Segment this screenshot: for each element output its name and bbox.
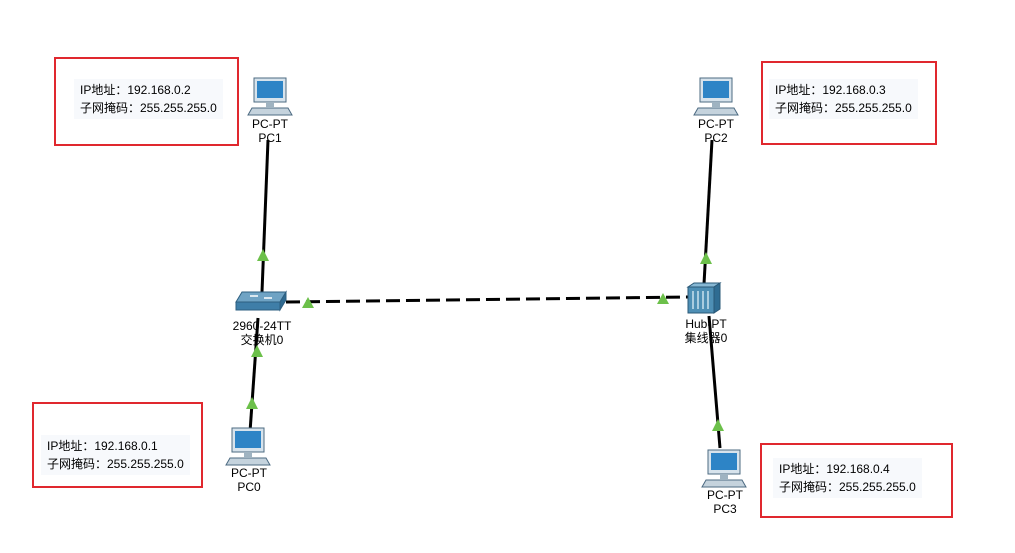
pc0-label: PC-PT PC0 (231, 466, 267, 494)
pc0-name: PC0 (237, 480, 261, 494)
pc2-note[interactable]: IP地址：192.168.0.3 子网掩码：255.255.255.0 (769, 79, 918, 119)
pc3-mask: 子网掩码：255.255.255.0 (779, 480, 916, 494)
link-up-indicator (246, 397, 258, 409)
highlight-box-pc2 (761, 61, 937, 145)
switch-icon[interactable] (235, 290, 287, 312)
link-up-indicator (712, 419, 724, 431)
pc3-label: PC-PT PC3 (707, 488, 743, 516)
pc0-ip: IP地址：192.168.0.1 (47, 439, 158, 453)
link-up-indicator (657, 293, 669, 304)
pc0-note[interactable]: IP地址：192.168.0.1 子网掩码：255.255.255.0 (41, 435, 190, 475)
hub-icon[interactable] (686, 282, 722, 314)
hub-name: 集线器0 (684, 331, 728, 345)
pc2-type: PC-PT (698, 117, 734, 131)
highlight-box-pc3 (760, 443, 953, 518)
pc3-ip: IP地址：192.168.0.4 (779, 462, 890, 476)
highlight-box-pc0 (32, 402, 203, 488)
pc0-mask: 子网掩码：255.255.255.0 (47, 457, 184, 471)
pc3-note[interactable]: IP地址：192.168.0.4 子网掩码：255.255.255.0 (773, 458, 922, 498)
link-up-indicator (700, 252, 712, 264)
pc0-icon[interactable] (225, 427, 271, 466)
hub-type: Hub-PT (685, 317, 727, 331)
pc1-label: PC-PT PC1 (252, 117, 288, 145)
link-up-indicator (302, 297, 314, 308)
pc3-name: PC3 (713, 502, 737, 516)
pc2-icon[interactable] (693, 77, 739, 116)
link-switch-pc1[interactable] (260, 139, 270, 293)
pc3-icon[interactable] (701, 449, 747, 488)
pc1-name: PC1 (258, 131, 282, 145)
pc0-type: PC-PT (231, 466, 267, 480)
link-up-indicator (257, 249, 269, 261)
highlight-box-pc1 (54, 57, 239, 146)
switch-name: 交换机0 (240, 333, 284, 347)
pc3-type: PC-PT (707, 488, 743, 502)
pc2-mask: 子网掩码：255.255.255.0 (775, 101, 912, 115)
switch-type: 2960-24TT (232, 319, 292, 333)
pc2-label: PC-PT PC2 (698, 117, 734, 145)
pc1-ip: IP地址：192.168.0.2 (80, 83, 191, 97)
pc1-icon[interactable] (247, 77, 293, 116)
pc1-type: PC-PT (252, 117, 288, 131)
pc2-name: PC2 (704, 131, 728, 145)
switch-label: 2960-24TT 交换机0 (233, 319, 292, 347)
link-switch-pc0[interactable] (248, 317, 260, 433)
link-switch-hub[interactable] (285, 295, 691, 304)
pc1-note[interactable]: IP地址：192.168.0.2 子网掩码：255.255.255.0 (74, 79, 223, 119)
pc1-mask: 子网掩码：255.255.255.0 (80, 101, 217, 115)
hub-label: Hub-PT 集线器0 (685, 317, 728, 345)
pc2-ip: IP地址：192.168.0.3 (775, 83, 886, 97)
link-up-indicator (251, 345, 263, 357)
